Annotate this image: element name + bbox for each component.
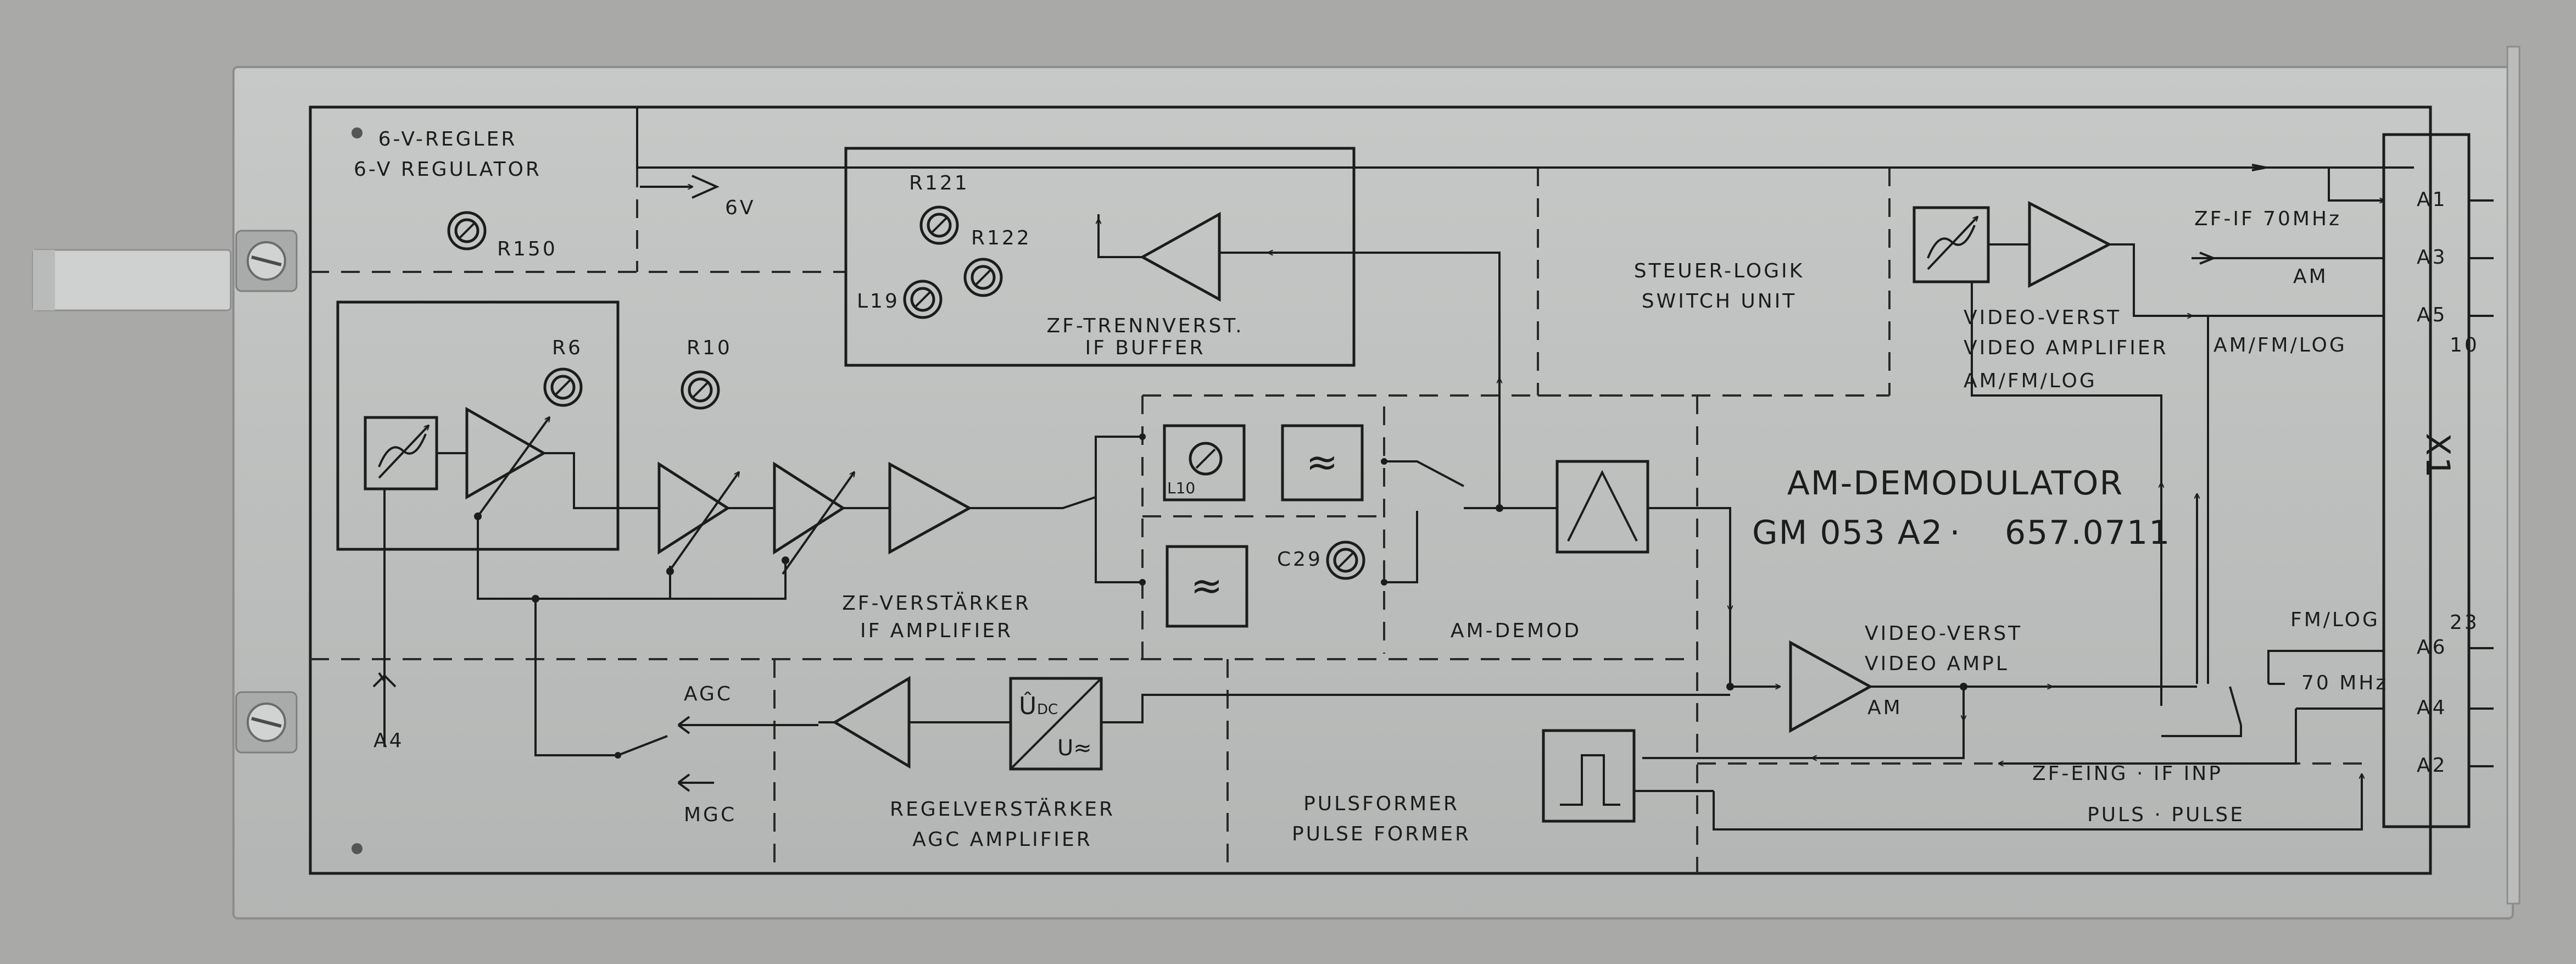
front-plate — [232, 66, 2514, 920]
regulator-output: 6V — [725, 197, 756, 219]
if-amp-title: ZF-VERSTÄRKER — [842, 592, 1031, 615]
trimmer-r10[interactable] — [681, 370, 720, 410]
buffer-block: R121 R122 L19 ZF-TRENNVERST. IF BUFFER — [844, 147, 1501, 406]
coil-l19-label: L19 — [857, 290, 900, 313]
pulse-subtitle: PULSE FORMER — [1292, 823, 1471, 845]
buffer-amp — [1139, 211, 1221, 302]
signal-amfmlog: AM/FM/LOG — [2213, 334, 2347, 356]
lowpass-symbol: ≈ — [1191, 563, 1223, 608]
if-amp-block: R6 R10 ZF-VERSTÄRKER IF AMPLIFIER — [336, 300, 1096, 681]
signal-zf-if: ZF-IF 70MHz — [2194, 208, 2341, 230]
agc-title: REGELVERSTÄRKER — [890, 798, 1115, 821]
logic-subtitle: SWITCH UNIT — [1642, 290, 1797, 313]
bandpass-symbol: ≈ — [1306, 439, 1339, 484]
signal-70mhz: 70 MHz — [2301, 672, 2388, 694]
signal-am: AM — [2293, 265, 2328, 288]
converter-bottom: U≈ — [1057, 735, 1092, 761]
module-model: GM 053 A2 — [1752, 514, 1943, 552]
trimmer-r150-label: R150 — [497, 238, 557, 260]
trimmer-c29[interactable] — [1326, 540, 1365, 580]
signal-puls: PULS · PULSE — [2087, 804, 2245, 826]
filter-block: L10 ≈ ≈ C29 — [1095, 424, 1464, 628]
pin-23: 23 — [2450, 611, 2479, 634]
trimmer-r150[interactable] — [447, 211, 487, 250]
trimmer-r10-label: R10 — [687, 337, 732, 359]
agc-subtitle: AGC AMPLIFIER — [912, 828, 1092, 851]
module-dot: · — [1949, 514, 1961, 552]
trimmer-r6-label: R6 — [552, 337, 583, 359]
screw-bottom — [235, 691, 298, 754]
video-amp1-subtitle: VIDEO AMPLIFIER — [1964, 337, 2168, 359]
pulse-title: PULSFORMER — [1303, 793, 1459, 815]
regulator-subtitle: 6-V REGULATOR — [354, 158, 542, 181]
video-amp1-modes: AM/FM/LOG — [1964, 370, 2097, 392]
trimmer-c29-label: C29 — [1277, 548, 1323, 571]
screw-top — [235, 230, 298, 292]
pin-a4: A4 — [2417, 696, 2447, 719]
trimmer-r121[interactable] — [919, 205, 959, 245]
module-title: AM-DEMODULATOR — [1787, 464, 2123, 503]
video-amp2-title: VIDEO-VERST — [1865, 622, 2022, 645]
pin-a3: A3 — [2417, 246, 2447, 269]
video-amp-block-1: VIDEO-VERST VIDEO AMPLIFIER AM/FM/LOG — [1913, 200, 2203, 706]
logic-block: STEUER-LOGIK SWITCH UNIT — [1634, 260, 1804, 313]
diagram-frame — [309, 105, 2432, 875]
connector-label: X1 — [2418, 433, 2457, 478]
logic-title: STEUER-LOGIK — [1634, 260, 1804, 282]
rivet-top — [352, 127, 363, 138]
rivet-bottom — [352, 843, 363, 854]
module-title-block: AM-DEMODULATOR GM 053 A2 · 657.0711 — [1752, 464, 2171, 552]
connector-pins: A1 A3 A5 10 23 A6 A4 A2 ZF-IF 70MHz AM A… — [2032, 164, 2494, 826]
trimmer-r6[interactable] — [543, 367, 583, 407]
video-amp2-subtitle: VIDEO AMPL — [1865, 653, 2009, 675]
video-amp2-mode: AM — [1867, 696, 1903, 719]
converter-top-sub: DC — [1037, 701, 1058, 718]
module-part-number: 657.0711 — [2005, 514, 2171, 552]
coil-l10[interactable] — [1189, 442, 1223, 476]
coil-l10-label: L10 — [1167, 479, 1195, 497]
trimmer-r122[interactable] — [963, 258, 1003, 297]
pulse-former-block: PULSFORMER PULSE FORMER — [1292, 729, 1714, 845]
regulator-title: 6-V-REGLER — [378, 128, 517, 151]
handle[interactable] — [32, 249, 232, 311]
trimmer-r122-label: R122 — [971, 227, 1031, 249]
signal-if-inp: ZF-EING · IF INP — [2032, 762, 2223, 785]
signal-fmlog: FM/LOG — [2290, 609, 2380, 631]
video-amp-block-2: VIDEO-VERST VIDEO AMPL AM — [1642, 622, 2197, 758]
pin-a5: A5 — [2417, 304, 2447, 326]
pin-a2: A2 — [2417, 754, 2447, 777]
input-a4: A4 — [373, 729, 404, 752]
buffer-subtitle: IF BUFFER — [1085, 337, 1206, 359]
pin-a1: A1 — [2417, 188, 2447, 211]
if-amp-subtitle: IF AMPLIFIER — [860, 620, 1013, 642]
trimmer-r121-label: R121 — [909, 172, 969, 194]
coil-l19[interactable] — [903, 280, 943, 319]
agc-mode-label: AGC — [684, 683, 733, 705]
buffer-title: ZF-TRENNVERST. — [1046, 315, 1244, 337]
agc-block: A4 AGC MGC Û DC U≈ REGELVERSTÄRKER AGC A… — [372, 599, 1730, 851]
demod-label: AM-DEMOD — [1451, 620, 1581, 642]
regulator-block: 6-V-REGLER 6-V REGULATOR R150 6V — [354, 128, 756, 260]
converter-top: Û — [1019, 691, 1036, 720]
demod-block: AM-DEMOD — [1451, 379, 1730, 687]
video-amp1-title: VIDEO-VERST — [1964, 307, 2121, 329]
mgc-mode-label: MGC — [684, 804, 737, 826]
pin-10: 10 — [2450, 334, 2479, 356]
connector-x1 — [2382, 133, 2471, 828]
pin-a6: A6 — [2417, 636, 2447, 659]
